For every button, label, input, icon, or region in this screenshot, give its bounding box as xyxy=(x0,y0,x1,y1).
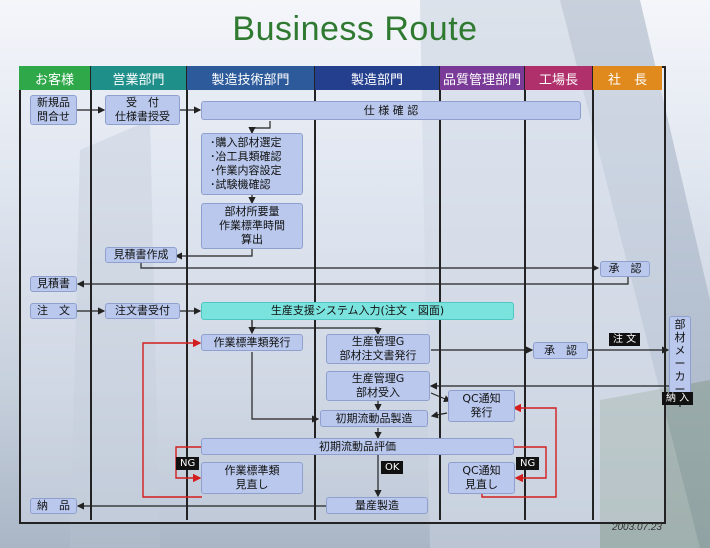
label-ng-left: NG xyxy=(176,457,200,470)
node-initial-production: 初期流動品製造 xyxy=(320,410,428,427)
node-qc-notice-review: QC通知 見直し xyxy=(448,462,515,494)
label-ng-right: NG xyxy=(516,457,540,470)
lane-divider xyxy=(524,90,526,520)
label-delivered: 納 入 xyxy=(662,392,694,405)
lane-header-president: 社 長 xyxy=(593,66,662,90)
lane-header-customer: お客様 xyxy=(19,66,91,90)
node-material-maker: 部材メーカー xyxy=(669,316,691,398)
node-work-std-review: 作業標準類 見直し xyxy=(201,462,303,494)
node-calc-time: 部材所要量 作業標準時間 算出 xyxy=(201,203,303,249)
lane-header-sales: 営業部門 xyxy=(91,66,187,90)
lane-divider xyxy=(592,90,594,520)
node-quote: 見積書 xyxy=(30,276,77,292)
node-qc-notice-issue: QC通知 発行 xyxy=(448,390,515,422)
label-ok: OK xyxy=(381,461,404,474)
diagram-date: 2003.07.23 xyxy=(611,522,662,533)
lane-header-mfg-eng: 製造技術部門 xyxy=(187,66,315,90)
node-order-received: 注文書受付 xyxy=(105,303,180,319)
node-checklist: ･購入部材選定 ･冶工具類確認 ･作業内容設定 ･試験機確認 xyxy=(201,133,303,195)
node-work-std-issue: 作業標準類発行 xyxy=(201,334,303,351)
node-make-quote: 見積書作成 xyxy=(105,247,177,263)
swimlane-panel xyxy=(19,66,666,524)
lane-divider xyxy=(186,90,188,520)
page-title: Business Route xyxy=(232,10,478,48)
node-system-input: 生産支援システム入力(注文・図面) xyxy=(201,302,514,320)
node-approval-president: 承 認 xyxy=(600,261,650,277)
label-order-to-maker: 注 文 xyxy=(609,333,641,346)
node-prod-mgmt-receive: 生産管理G 部材受入 xyxy=(326,371,430,401)
node-prod-mgmt-order: 生産管理G 部材注文書発行 xyxy=(326,334,430,364)
node-approval-plant-manager: 承 認 xyxy=(533,342,588,359)
node-new-inquiry: 新規品 問合せ xyxy=(30,95,77,125)
node-delivery: 納 品 xyxy=(30,498,77,514)
lane-header-plant-mgr: 工場長 xyxy=(525,66,593,90)
lane-divider xyxy=(90,90,92,520)
node-spec-confirm: 仕 様 確 認 xyxy=(201,101,581,120)
lane-header-mfg: 製造部門 xyxy=(315,66,440,90)
node-mass-production: 量産製造 xyxy=(326,497,428,514)
lane-header-qc: 品質管理部門 xyxy=(440,66,525,90)
node-receive-spec: 受 付 仕様書授受 xyxy=(105,95,180,125)
node-order: 注 文 xyxy=(30,303,77,319)
node-initial-evaluation: 初期流動品評価 xyxy=(201,438,514,455)
